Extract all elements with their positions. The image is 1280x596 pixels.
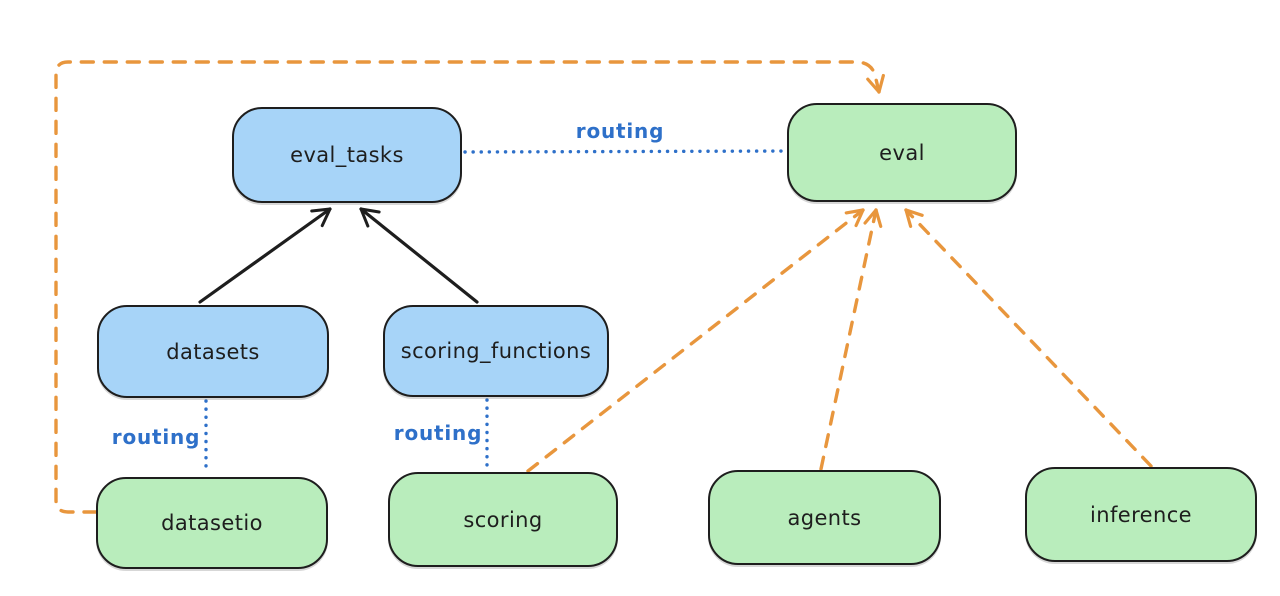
edge-eval-tasks-to-eval	[463, 149, 787, 154]
node-datasets: datasets	[97, 305, 329, 398]
node-datasetio-label: datasetio	[161, 511, 263, 535]
edge-datasets-to-eval-tasks	[198, 207, 332, 304]
node-scoring-functions-label: scoring_functions	[400, 339, 592, 363]
routing-label-eval-tasks-eval: routing	[575, 119, 665, 143]
node-inference: inference	[1025, 467, 1257, 562]
node-agents-label: agents	[787, 505, 862, 530]
node-scoring: scoring	[388, 472, 618, 567]
node-eval: eval	[787, 103, 1017, 202]
node-inference-label: inference	[1090, 502, 1192, 527]
node-eval-tasks: eval_tasks	[232, 107, 462, 203]
node-datasetio: datasetio	[96, 477, 328, 569]
node-scoring-functions: scoring_functions	[383, 305, 609, 397]
node-scoring-label: scoring	[463, 507, 543, 532]
routing-label-datasets-datasetio: routing	[111, 425, 201, 449]
node-eval-label: eval	[879, 140, 925, 165]
node-agents: agents	[708, 470, 941, 565]
node-datasets-label: datasets	[166, 339, 260, 364]
node-eval-tasks-label: eval_tasks	[290, 143, 404, 167]
edge-inference-to-eval	[904, 208, 1153, 468]
edge-scoring-functions-to-eval-tasks	[359, 207, 479, 304]
routing-label-scoring-functions-scoring: routing	[393, 421, 483, 445]
edge-agents-to-eval	[819, 208, 883, 471]
